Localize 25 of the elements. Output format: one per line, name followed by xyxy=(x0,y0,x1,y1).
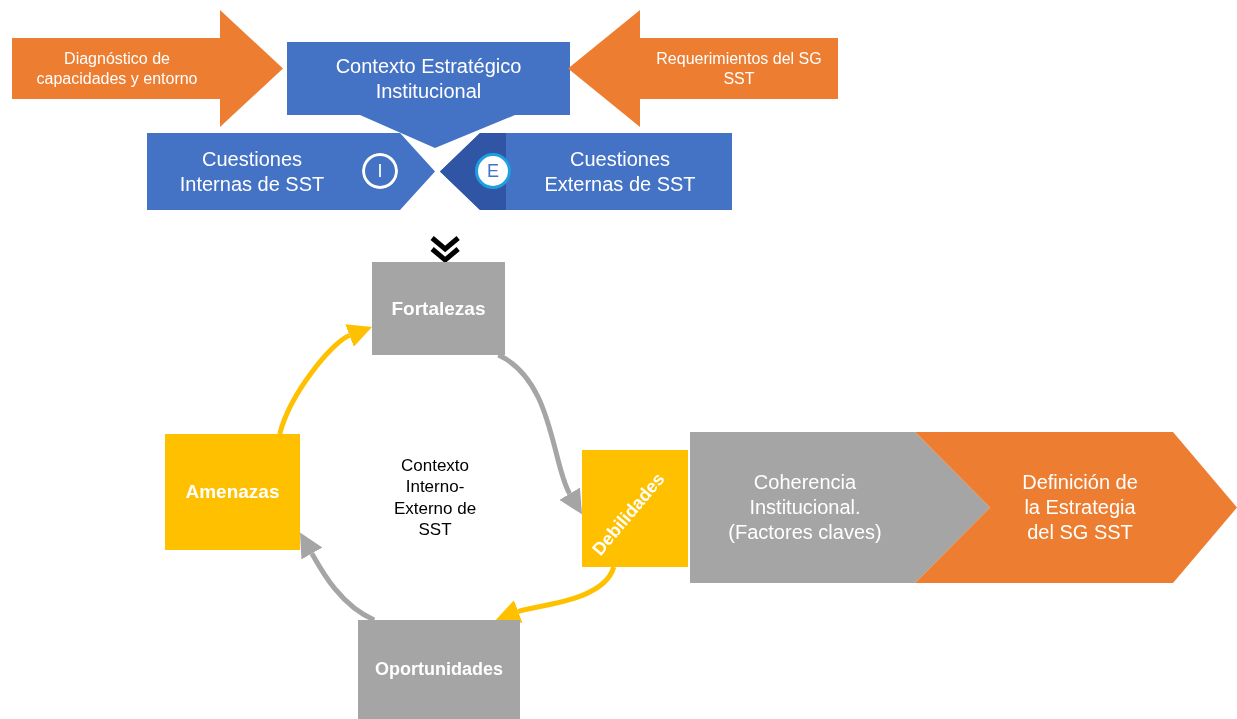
node-label: Oportunidades xyxy=(375,658,503,681)
node-label: Cuestiones Externas de SST xyxy=(543,146,697,197)
double-chevron-arrow xyxy=(429,235,461,264)
node-label: Requerimientos del SG SST xyxy=(655,48,823,89)
node-label: Definición de la Estrategia del SG SST xyxy=(1021,470,1139,545)
swot-box xyxy=(358,620,520,719)
arrow-shape xyxy=(12,10,283,127)
node-label: Coherencia Institucional. (Factores claves) xyxy=(727,470,883,545)
chevron-shape xyxy=(915,432,1237,583)
curved-arrow xyxy=(300,532,376,623)
node-label: Contexto Estratégico Institucional xyxy=(334,53,523,104)
swot-box xyxy=(372,262,505,355)
node-label: Amenazas xyxy=(185,480,280,504)
node-label: Cuestiones Internas de SST xyxy=(178,146,326,197)
node-label: Diagnóstico de capacidades y entorno xyxy=(35,48,199,89)
arrow-shape xyxy=(568,10,838,127)
chevron-shape xyxy=(147,133,435,210)
callout-shape xyxy=(287,42,570,150)
node-label: Fortalezas xyxy=(391,296,486,321)
chevron-shape xyxy=(440,133,732,210)
chevron-shape xyxy=(690,432,990,583)
center-label: Contexto Interno-Externo de SST xyxy=(392,455,478,540)
curved-arrow xyxy=(277,324,371,435)
swot-box xyxy=(582,450,688,567)
swot-box xyxy=(165,434,300,550)
